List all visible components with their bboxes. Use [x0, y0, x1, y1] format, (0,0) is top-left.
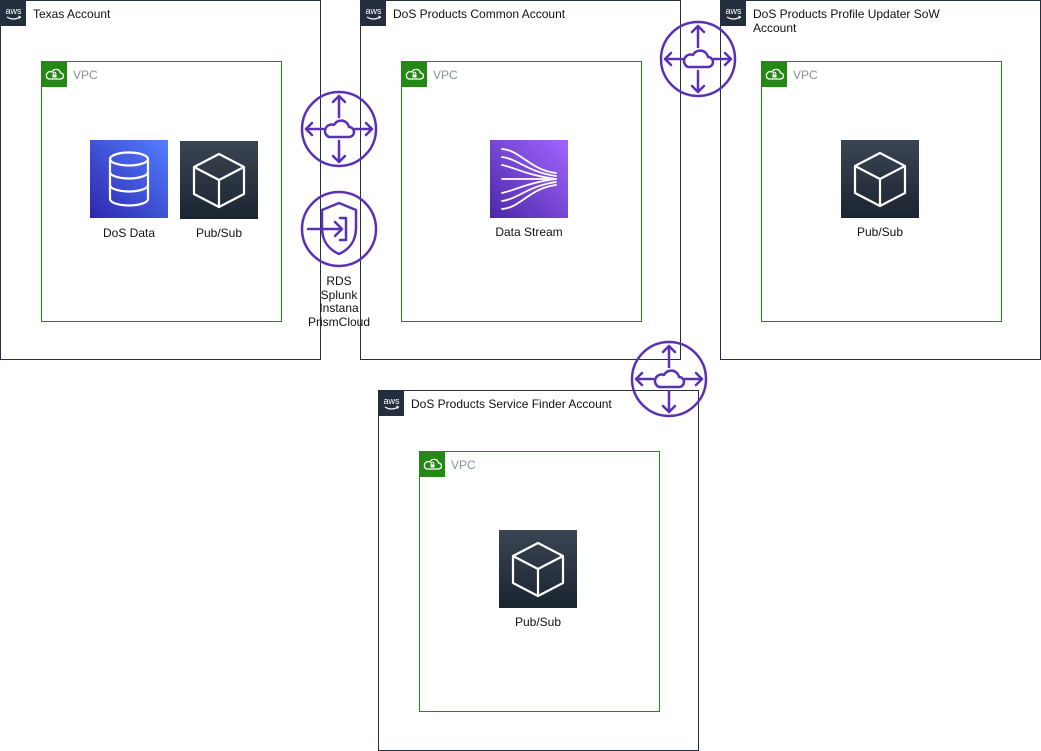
service-label: Pub/Sub — [514, 615, 562, 629]
vpc-cloud-lock-icon — [402, 62, 427, 87]
account-service-finder: aws DoS Products Service Finder Account … — [378, 390, 699, 751]
endpoint-caption-line: PrismCloud — [307, 314, 370, 329]
endpoint-caption: RDS Splunk Instana PrismCloud — [294, 274, 384, 329]
svg-text:aws: aws — [5, 6, 22, 16]
vpc-cloud-lock-icon — [420, 452, 445, 477]
svg-text:aws: aws — [365, 6, 382, 16]
vpc-cloud-lock-icon — [42, 62, 67, 87]
account-title: Texas Account — [33, 7, 111, 21]
account-common: aws DoS Products Common Account VPC — [360, 0, 681, 360]
endpoint-caption-line: Splunk — [320, 287, 358, 302]
vpc-label: VPC — [451, 458, 476, 472]
endpoint-caption-line: RDS — [326, 274, 352, 288]
account-title: DoS Products Common Account — [393, 7, 566, 21]
shield-endpoint-icon — [300, 190, 378, 268]
vpc-cloud-lock-icon — [762, 62, 787, 87]
vpc-peering-icon — [659, 20, 737, 98]
vpc-peering-icon — [300, 90, 378, 168]
aws-logo-icon: aws — [379, 391, 404, 416]
service-label: Pub/Sub — [856, 225, 904, 239]
vpc-label: VPC — [73, 68, 98, 82]
account-title: DoS Products Profile Updater SoW Account — [753, 7, 940, 35]
service-label: Data Stream — [495, 225, 563, 239]
vpc-label: VPC — [433, 68, 458, 82]
cube-icon — [499, 530, 577, 608]
service-label: Pub/Sub — [195, 226, 243, 240]
vpc-label: VPC — [793, 68, 818, 82]
svg-text:aws: aws — [383, 396, 400, 406]
cube-icon — [841, 140, 919, 218]
database-icon — [90, 140, 168, 218]
vpc-peering-icon — [630, 340, 708, 418]
svg-text:aws: aws — [725, 6, 742, 16]
aws-logo-icon: aws — [361, 1, 386, 26]
kinesis-stream-icon — [490, 140, 568, 218]
service-label: DoS Data — [102, 226, 156, 240]
aws-logo-icon: aws — [721, 1, 746, 26]
account-texas: aws Texas Account VPC — [0, 0, 321, 360]
endpoint-caption-line: Instana — [319, 301, 359, 315]
cube-icon — [180, 141, 258, 219]
account-title: DoS Products Service Finder Account — [411, 397, 612, 411]
aws-logo-icon: aws — [1, 1, 26, 26]
